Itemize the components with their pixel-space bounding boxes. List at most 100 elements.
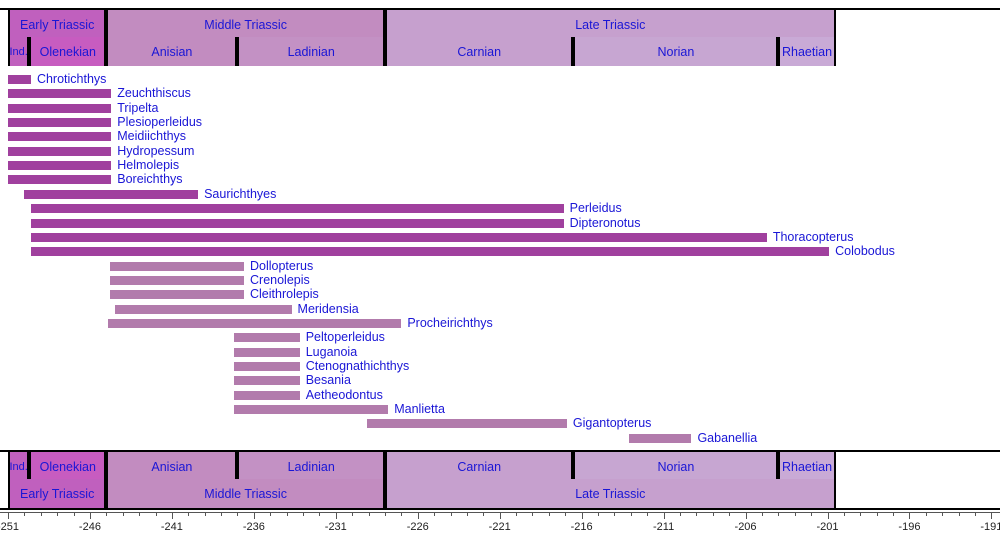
- taxon-label: Hydropessum: [117, 143, 195, 158]
- axis-minor-tick: [139, 512, 140, 516]
- taxon-range-bar[interactable]: Besania: [234, 373, 351, 387]
- band-label: Carnian: [457, 44, 502, 59]
- stage-band-anisian[interactable]: Anisian: [106, 37, 238, 66]
- stage-band-ladinian[interactable]: Ladinian: [237, 37, 385, 66]
- epoch-band-middletriassic[interactable]: Middle Triassic: [106, 479, 385, 508]
- axis-major-tick: [90, 512, 91, 519]
- axis-minor-tick: [762, 512, 763, 516]
- axis-minor-tick: [57, 512, 58, 516]
- axis-minor-tick: [41, 512, 42, 516]
- band-label: Ladinian: [287, 44, 335, 59]
- axis-minor-tick: [188, 512, 189, 516]
- axis-minor-tick: [369, 512, 370, 516]
- range-bar-fill: [109, 290, 244, 300]
- band-label: Anisian: [151, 44, 193, 59]
- taxon-range-bar[interactable]: Meidiichthys: [8, 129, 186, 143]
- epoch-band-earlytriassic[interactable]: Early Triassic: [8, 10, 107, 39]
- axis-minor-tick: [549, 512, 550, 516]
- stage-band-ladinian[interactable]: Ladinian: [237, 452, 385, 481]
- range-bar-fill: [30, 218, 564, 228]
- epoch-band-earlytriassic[interactable]: Early Triassic: [8, 479, 107, 508]
- taxon-range-bar[interactable]: Peltoperleidus: [234, 330, 385, 344]
- band-label: Norian: [657, 44, 695, 59]
- taxon-range-bar[interactable]: Gigantopterus: [366, 416, 651, 430]
- taxon-label: Perleidus: [569, 201, 622, 216]
- band-label: Late Triassic: [575, 486, 646, 501]
- axis-minor-tick: [680, 512, 681, 516]
- range-bar-fill: [107, 318, 402, 328]
- range-bar-fill: [8, 75, 31, 84]
- taxon-range-bar[interactable]: Luganoia: [234, 345, 357, 359]
- taxon-range-bar[interactable]: Aetheodontus: [234, 388, 383, 402]
- axis-tick-label: -241: [160, 521, 183, 533]
- taxon-range-bar[interactable]: Dipteronotus: [30, 216, 640, 230]
- band-label: Norian: [657, 459, 695, 474]
- axis-major-tick: [582, 512, 583, 519]
- taxon-label: Manlietta: [394, 402, 445, 417]
- axis-tick-label: -211: [652, 521, 675, 533]
- taxon-range-bar[interactable]: Crenolepis: [109, 273, 310, 287]
- range-bar-fill: [8, 89, 112, 99]
- band-label: Rhaetian: [781, 44, 833, 59]
- range-bar-fill: [8, 161, 112, 171]
- axis-tick-label: -201: [816, 521, 839, 533]
- taxon-range-bar[interactable]: Hydropessum: [8, 144, 194, 158]
- stage-band-rhaetian[interactable]: Rhaetian: [778, 452, 836, 481]
- axis-minor-tick: [106, 512, 107, 516]
- stage-band-rhaetian[interactable]: Rhaetian: [778, 37, 836, 66]
- taxon-range-bar[interactable]: Ctenognathichthys: [234, 359, 409, 373]
- stage-band-olenekian[interactable]: Olenekian: [29, 37, 107, 66]
- epoch-band-latetriassic[interactable]: Late Triassic: [384, 479, 836, 508]
- stage-band-anisian[interactable]: Anisian: [106, 452, 238, 481]
- taxon-range-bar[interactable]: Dollopterus: [109, 259, 313, 273]
- range-bar-fill: [30, 232, 767, 242]
- axis-minor-tick: [401, 512, 402, 516]
- axis-major-tick: [828, 512, 829, 519]
- taxon-range-bar[interactable]: Helmolepis: [8, 158, 179, 172]
- stage-band-norian[interactable]: Norian: [573, 452, 779, 481]
- taxon-range-bar[interactable]: Perleidus: [30, 201, 622, 215]
- axis-minor-tick: [221, 512, 222, 516]
- epoch-band-latetriassic[interactable]: Late Triassic: [384, 10, 836, 39]
- range-bar-fill: [24, 189, 199, 199]
- axis-minor-tick: [778, 512, 779, 516]
- taxon-range-bar[interactable]: Meridensia: [114, 302, 359, 316]
- taxon-range-bar[interactable]: Thoracopterus: [30, 230, 853, 244]
- taxon-label: Dipteronotus: [569, 215, 641, 230]
- stage-band-ind[interactable]: Ind.: [8, 452, 30, 481]
- taxon-range-bar[interactable]: Cleithrolepis: [109, 287, 319, 301]
- taxon-label: Gabanellia: [697, 430, 758, 445]
- epoch-band-middletriassic[interactable]: Middle Triassic: [106, 10, 385, 39]
- axis-minor-tick: [205, 512, 206, 516]
- axis-minor-tick: [24, 512, 25, 516]
- taxon-range-bar[interactable]: Tripelta: [8, 101, 158, 115]
- axis-major-tick: [991, 512, 992, 519]
- axis-tick-label: -236: [242, 521, 265, 533]
- taxon-range-bar[interactable]: Plesioperleidus: [8, 115, 202, 129]
- taxon-range-bar[interactable]: Gabanellia: [629, 431, 757, 445]
- taxon-range-bar[interactable]: Chrotichthys: [8, 72, 106, 86]
- stage-band-norian[interactable]: Norian: [573, 37, 779, 66]
- band-label: Rhaetian: [781, 459, 833, 474]
- taxon-label: Colobodus: [835, 244, 895, 259]
- taxon-label: Meridensia: [297, 301, 359, 316]
- axis-minor-tick: [434, 512, 435, 516]
- taxon-label: Meidiichthys: [117, 129, 187, 144]
- taxon-label: Dollopterus: [250, 258, 314, 273]
- stage-band-carnian[interactable]: Carnian: [384, 452, 574, 481]
- stage-band-ind[interactable]: Ind.: [8, 37, 30, 66]
- stage-band-carnian[interactable]: Carnian: [384, 37, 574, 66]
- stage-band-olenekian[interactable]: Olenekian: [29, 452, 107, 481]
- taxon-range-bar[interactable]: Boreichthys: [8, 172, 183, 186]
- taxon-range-bar[interactable]: Colobodus: [30, 244, 895, 258]
- band-label: Olenekian: [39, 459, 96, 474]
- range-bar-fill: [114, 304, 292, 314]
- axis-tick-label: -246: [78, 521, 101, 533]
- taxon-range-bar[interactable]: Manlietta: [234, 402, 445, 416]
- taxon-range-bar[interactable]: Saurichthyes: [24, 187, 276, 201]
- range-bar-fill: [234, 405, 389, 415]
- taxon-range-bar[interactable]: Zeuchthiscus: [8, 86, 191, 100]
- taxon-range-bar[interactable]: Procheirichthys: [107, 316, 493, 330]
- axis-minor-tick: [975, 512, 976, 516]
